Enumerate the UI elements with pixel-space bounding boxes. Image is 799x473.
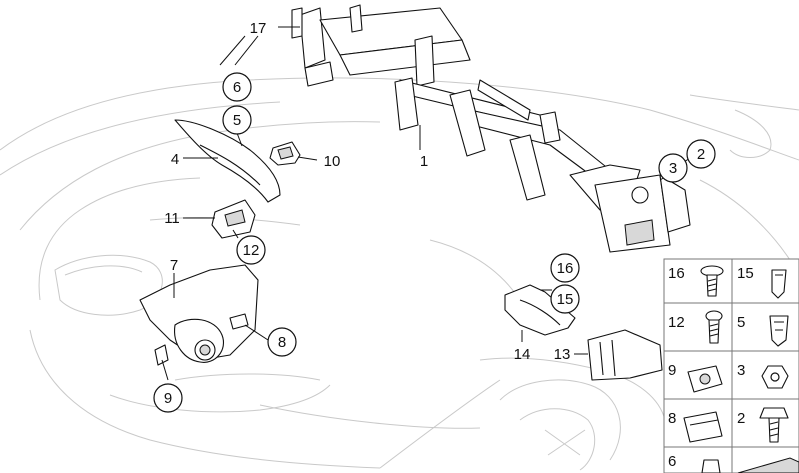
fastener-12-icon <box>705 310 723 344</box>
label-1: 1 <box>420 153 428 170</box>
part-labels: 17 1 4 10 11 7 14 13 <box>164 20 570 363</box>
callout-6: 6 <box>233 79 241 96</box>
table-label-16: 16 <box>668 265 685 282</box>
cover <box>504 284 576 336</box>
callout-12: 12 <box>243 242 260 259</box>
label-17: 17 <box>250 20 267 37</box>
table-label-9: 9 <box>668 362 676 379</box>
label-7: 7 <box>170 257 178 274</box>
table-label-15: 15 <box>737 265 754 282</box>
table-label-12: 12 <box>668 314 685 331</box>
label-13: 13 <box>554 346 571 363</box>
fastener-6-icon <box>701 459 721 473</box>
bracket <box>211 199 256 239</box>
table-label-6: 6 <box>668 453 676 470</box>
callout-15: 15 <box>557 291 574 308</box>
clip <box>269 141 301 166</box>
callout-5: 5 <box>233 112 241 129</box>
callout-16: 16 <box>557 260 574 277</box>
fastener-3-icon <box>761 365 789 389</box>
table-label-8: 8 <box>668 410 676 427</box>
label-14: 14 <box>514 346 531 363</box>
cross-car-beam <box>291 4 691 253</box>
fastener-16-icon <box>700 265 724 297</box>
fastener-5-icon <box>769 315 789 347</box>
label-4: 4 <box>171 151 179 168</box>
fastener-table-labels: 16 15 12 5 9 3 8 2 6 <box>668 265 754 470</box>
circled-callouts: 6 5 2 3 12 8 9 16 15 <box>153 72 716 413</box>
callout-9: 9 <box>164 390 172 407</box>
fastener-15-icon <box>771 269 787 299</box>
fastener-9-icon <box>687 365 723 393</box>
car-outline <box>0 77 799 471</box>
table-label-2: 2 <box>737 410 745 427</box>
fastener-table <box>663 258 799 473</box>
callout-8: 8 <box>278 334 286 351</box>
label-11: 11 <box>164 210 180 227</box>
table-label-3: 3 <box>737 362 745 379</box>
label-10: 10 <box>324 153 341 170</box>
table-label-5: 5 <box>737 314 745 331</box>
callout-2: 2 <box>697 146 705 163</box>
fastener-6b-icon <box>737 457 799 473</box>
callout-3: 3 <box>669 160 677 177</box>
fastener-8-icon <box>683 411 723 443</box>
air-duct <box>174 119 281 203</box>
channel <box>587 329 663 381</box>
side-bracket <box>139 264 259 366</box>
fastener-2-icon <box>759 407 789 443</box>
